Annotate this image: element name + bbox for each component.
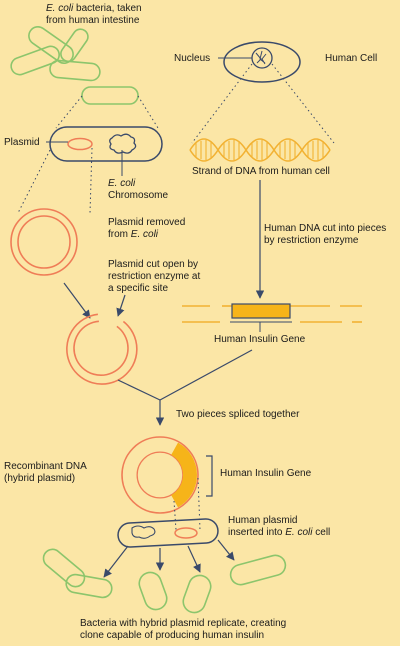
zoom-lines-dna: [191, 63, 335, 144]
dna-pieces: [182, 305, 362, 323]
recombinant-plasmid: [121, 436, 199, 514]
label-strand-dna: Strand of DNA from human cell: [192, 166, 330, 177]
ecoli-bacteria-cluster: [10, 26, 101, 82]
chromatin: [255, 50, 267, 65]
label-recombinant-dna: Recombinant DNA (hybrid plasmid): [4, 461, 87, 484]
label-human-insulin-gene-1: Human Insulin Gene: [214, 334, 306, 345]
arrow-cut-site: [116, 294, 126, 317]
bacterium-2: [60, 28, 89, 63]
zoom-lines-top: [55, 95, 159, 129]
label-nucleus: Nucleus: [174, 53, 211, 64]
bacterium-4: [49, 59, 101, 82]
insulin-gene-segment: [231, 303, 291, 319]
gene-bracket: [206, 455, 213, 497]
host-hybrid-plasmid: [174, 527, 198, 539]
zoom-lines-bottom: [173, 477, 201, 531]
bacterium-1: [28, 26, 74, 64]
replicate-arrows: [103, 539, 235, 578]
label-two-pieces: Two pieces spliced together: [176, 409, 300, 420]
dna-strand: [189, 138, 331, 162]
label-plasmid: Plasmid: [4, 137, 40, 148]
host-chromosome: [131, 525, 156, 539]
removed-plasmid: [10, 208, 78, 276]
label-bacteria-replicate: Bacteria with hybrid plasmid replicate, …: [80, 618, 287, 641]
plasmid-in-bacterium: [67, 137, 93, 151]
replicated-bacteria: [42, 548, 287, 614]
human-cell: [223, 41, 301, 83]
label-ecoli-chromosome: E. coli Chromosome: [108, 178, 169, 201]
merge-lines: [117, 349, 253, 401]
label-ecoli-bacteria: E. coli bacteria, taken from human intes…: [46, 3, 142, 26]
label-human-insulin-gene-2: Human Insulin Gene: [220, 468, 312, 479]
host-bacterium: [117, 518, 219, 548]
label-human-plasmid-inserted: Human plasmid inserted into E. coli cell: [228, 515, 331, 538]
single-bacterium: [81, 86, 139, 105]
bacterium-3: [10, 45, 60, 76]
label-plasmid-cut: Plasmid cut open by restriction enzyme a…: [108, 259, 201, 294]
label-plasmid-removed: Plasmid removed from E. coli: [108, 217, 186, 240]
enlarged-bacterium: [49, 126, 163, 162]
arrow-plasmid-to-cut: [63, 282, 91, 319]
cut-plasmid: [66, 313, 138, 385]
zoom-lines-plasmid: [17, 147, 93, 214]
ecoli-chromosome: [109, 133, 137, 154]
label-human-dna-cut: Human DNA cut into pieces by restriction…: [264, 223, 387, 246]
label-human-cell: Human Cell: [325, 53, 378, 64]
